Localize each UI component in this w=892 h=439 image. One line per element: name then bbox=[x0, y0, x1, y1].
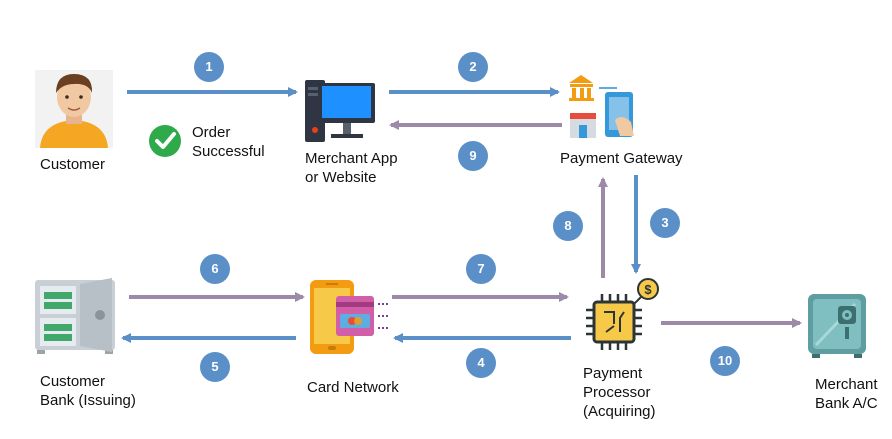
customer-bank-label: Customer Bank (Issuing) bbox=[40, 372, 136, 410]
merchant-bank-line-1: Merchant bbox=[815, 376, 878, 393]
merchant-bank-label: Merchant Bank A/C bbox=[815, 375, 878, 413]
order-status-line-2: Successful bbox=[192, 143, 265, 160]
step-badge-10: 10 bbox=[710, 346, 740, 376]
chip-dollar-icon: $ bbox=[586, 278, 659, 350]
merchant-app-line-2: or Website bbox=[305, 169, 377, 186]
payment-gateway-label: Payment Gateway bbox=[560, 150, 683, 167]
bank-phone-icon bbox=[569, 75, 634, 138]
step-badge-6: 6 bbox=[200, 254, 230, 284]
computer-icon bbox=[305, 80, 375, 142]
step-badge-7: 7 bbox=[466, 254, 496, 284]
processor-line-2: Processor bbox=[583, 384, 651, 401]
processor-line-1: Payment bbox=[583, 365, 643, 382]
merchant-bank-line-2: Bank A/C bbox=[815, 395, 878, 412]
merchant-app-label: Merchant App or Website bbox=[305, 149, 398, 187]
checkmark-icon bbox=[149, 125, 181, 157]
step-badge-4: 4 bbox=[466, 348, 496, 378]
customer-icon bbox=[35, 70, 113, 148]
svg-text:$: $ bbox=[644, 282, 652, 297]
step-badge-2: 2 bbox=[458, 52, 488, 82]
customer-bank-line-2: Bank (Issuing) bbox=[40, 392, 136, 409]
step-badge-9: 9 bbox=[458, 141, 488, 171]
step-badge-3: 3 bbox=[650, 208, 680, 238]
safe-icon bbox=[808, 294, 866, 358]
step-badge-5: 5 bbox=[200, 352, 230, 382]
order-status-line-1: Order bbox=[192, 124, 231, 141]
card-phone-icon bbox=[310, 280, 390, 354]
card-network-label: Card Network bbox=[307, 379, 399, 396]
vault-icon bbox=[35, 278, 115, 354]
payment-processor-label: Payment Processor (Acquiring) bbox=[583, 364, 656, 421]
processor-line-3: (Acquiring) bbox=[583, 403, 656, 420]
step-badge-8: 8 bbox=[553, 211, 583, 241]
merchant-app-line-1: Merchant App bbox=[305, 150, 398, 167]
customer-bank-line-1: Customer bbox=[40, 373, 106, 390]
customer-label: Customer bbox=[40, 156, 106, 173]
order-status-label: Order Successful bbox=[192, 123, 265, 161]
step-badge-1: 1 bbox=[194, 52, 224, 82]
